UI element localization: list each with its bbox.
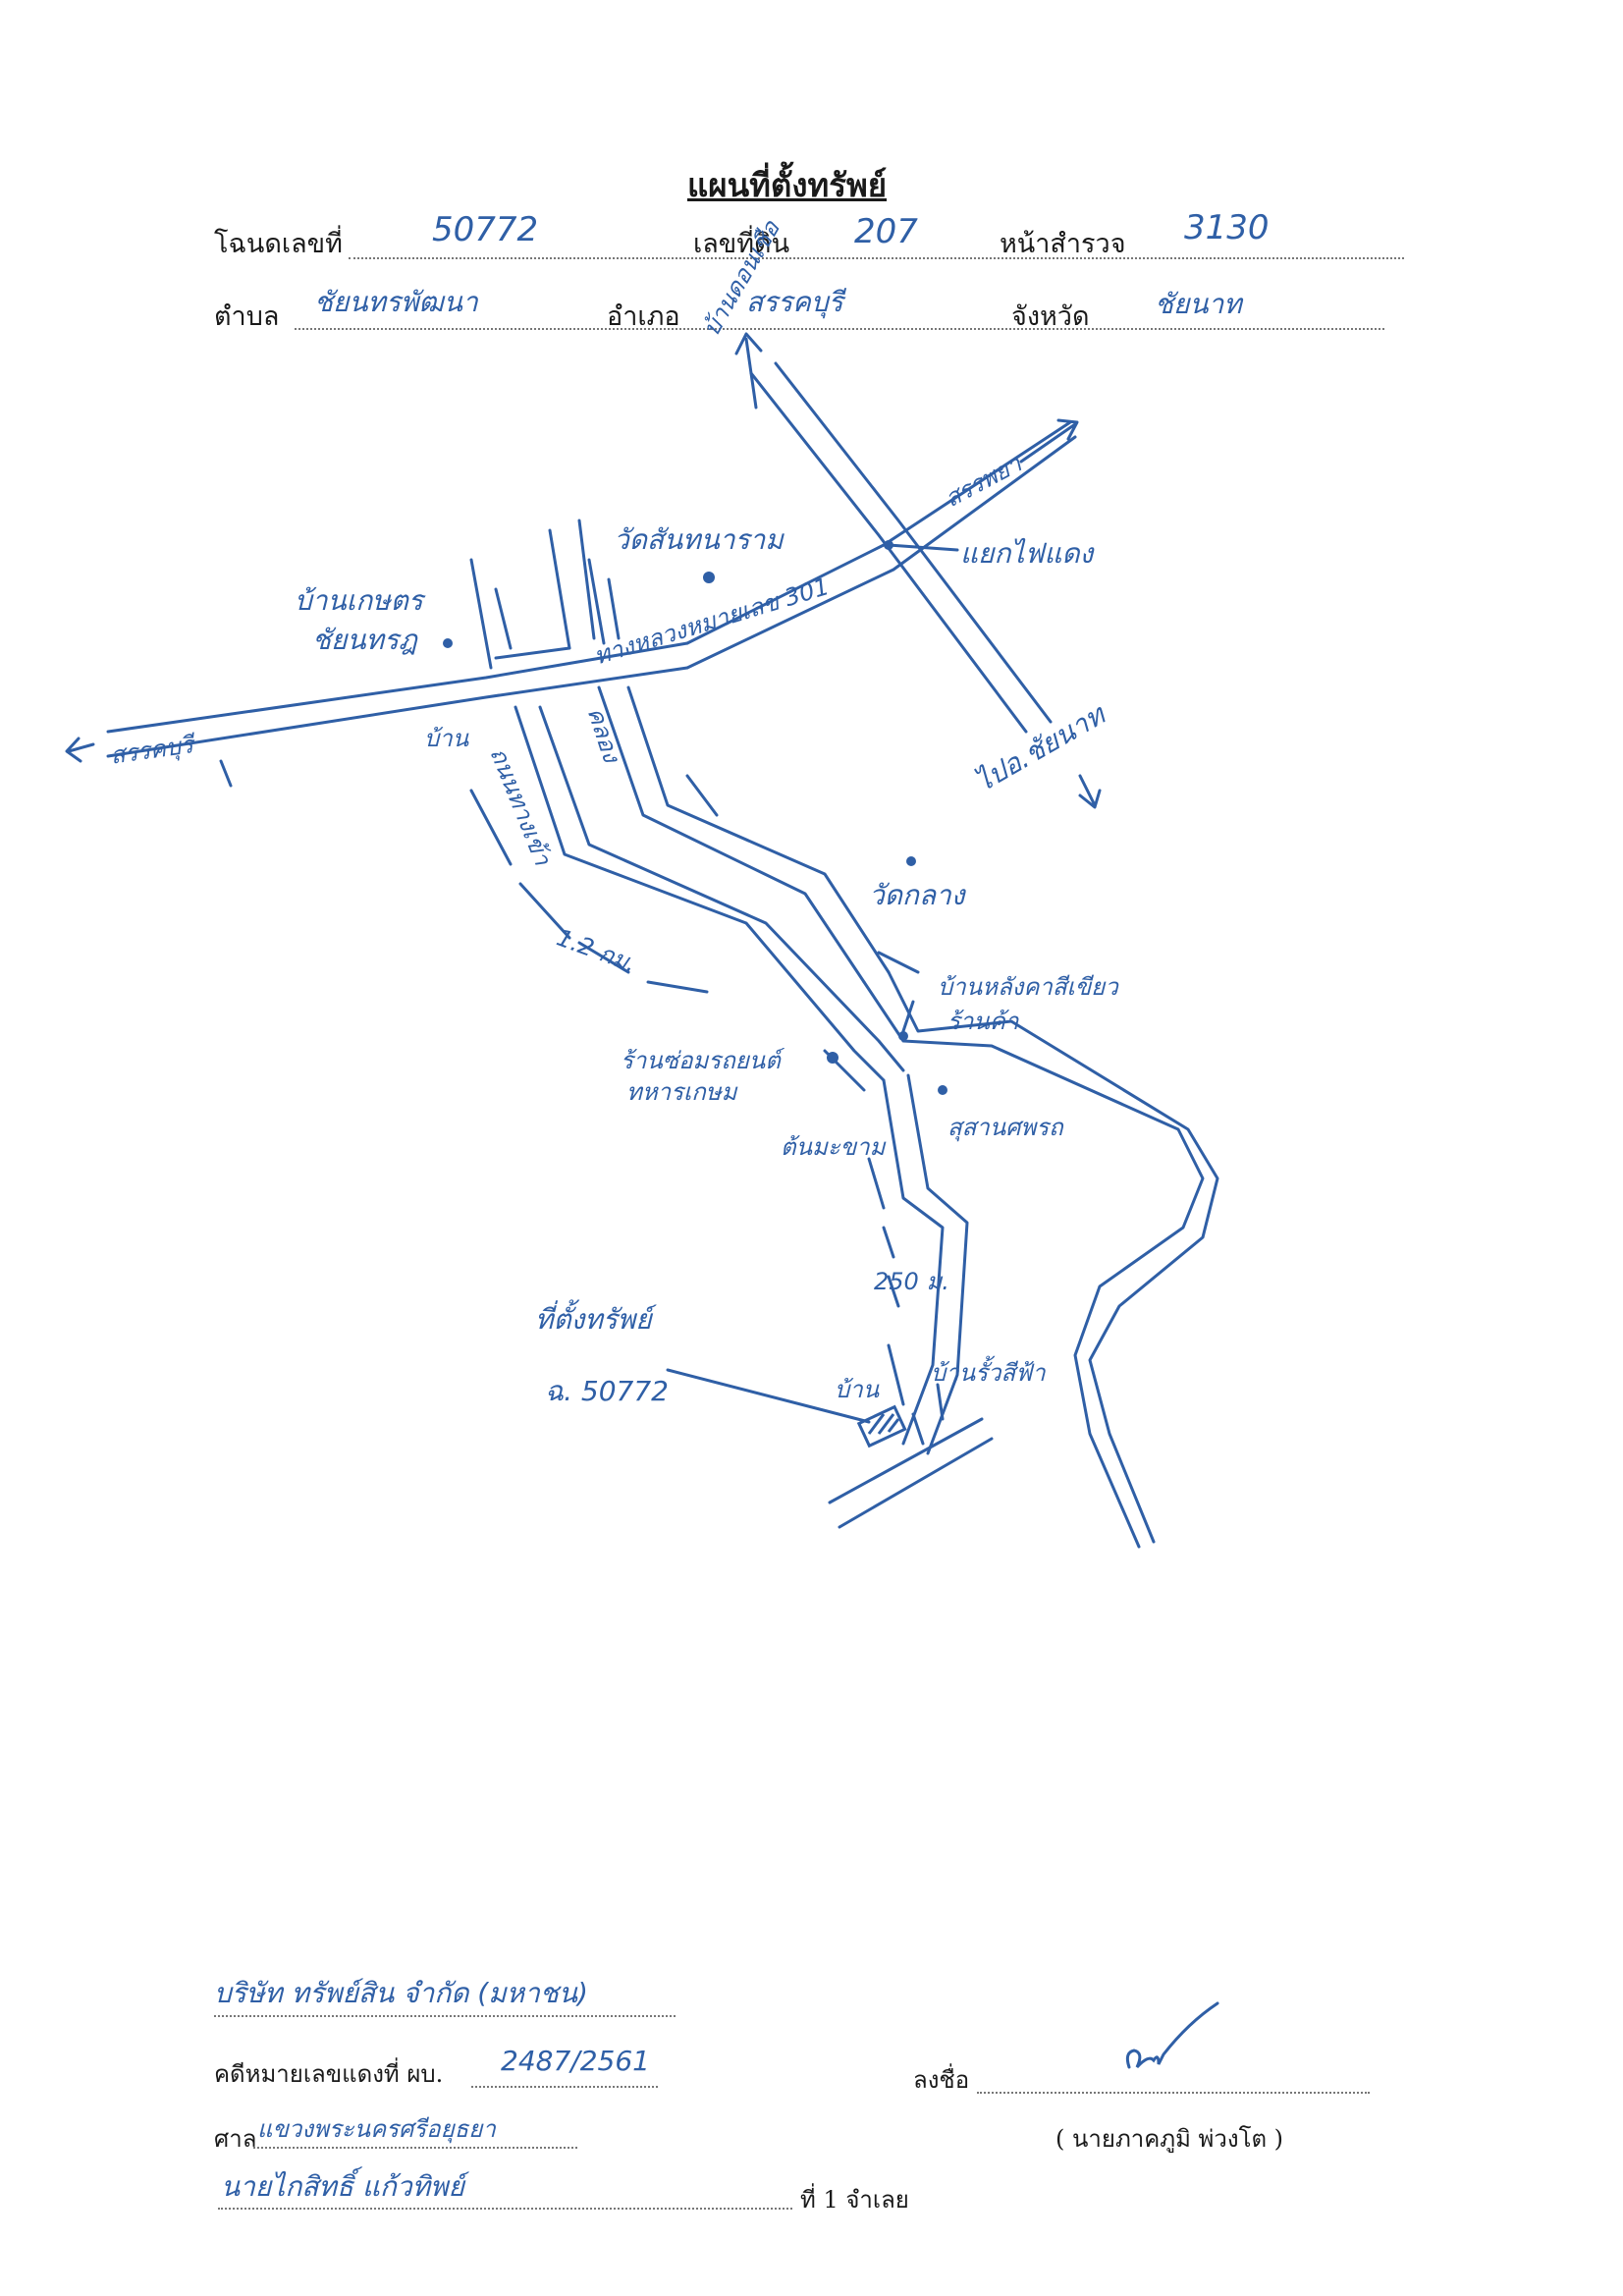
site-lot xyxy=(856,1404,907,1449)
dotted-line-company xyxy=(214,2015,676,2017)
arrow-to-w xyxy=(65,737,95,763)
label-wat: วัดสันทนาราม xyxy=(614,523,784,556)
dotted-line-defendant xyxy=(218,2208,792,2210)
dotted-line-case xyxy=(471,2086,658,2088)
province-label: จังหวัด xyxy=(1011,301,1090,332)
shop-dot xyxy=(898,1031,908,1041)
lot-line-6 xyxy=(607,577,621,640)
highway-upper-edge xyxy=(106,641,689,734)
land-no-value: 207 xyxy=(854,212,918,251)
south-road-left xyxy=(882,1078,945,1446)
house-pointer xyxy=(877,951,920,1033)
deed-value: 50772 xyxy=(432,210,539,249)
wat-dot xyxy=(703,572,715,583)
east-road-lower xyxy=(887,970,1219,1544)
tick-4 xyxy=(646,980,709,994)
tick-5 xyxy=(867,1157,886,1210)
access-road-left xyxy=(514,705,886,1082)
label-ban2: บ้าน xyxy=(835,1376,880,1403)
tick-2 xyxy=(518,882,571,940)
cemetery-dot xyxy=(938,1085,947,1095)
deed-label: โฉนดเลขที่ xyxy=(214,229,343,259)
bottom-road-lower xyxy=(838,1437,994,1529)
label-cemetery: สุสานศพรถ xyxy=(947,1114,1063,1141)
footer-company: บริษัท ทรัพย์สิน จำกัด (มหาชน) xyxy=(214,1977,588,2009)
tick-1 xyxy=(469,789,513,866)
tick-6 xyxy=(882,1226,895,1259)
court-value: แขวงพระนครศรีอยุธยา xyxy=(257,2115,496,2143)
survey-value: 3130 xyxy=(1184,208,1270,247)
survey-label: หน้าสำรวจ xyxy=(1000,229,1126,259)
tick-11 xyxy=(685,774,719,817)
tick-3 xyxy=(577,941,630,974)
lot-line-1 xyxy=(469,558,493,670)
tick-8 xyxy=(887,1343,905,1406)
tick-10 xyxy=(219,759,233,788)
lot-line-2 xyxy=(494,587,513,650)
canal-right xyxy=(626,685,891,974)
label-ban-kaset: บ้านเกษตร xyxy=(295,584,423,617)
court-label: ศาล xyxy=(214,2125,257,2153)
arrow-to-ne xyxy=(1019,418,1079,464)
ban-kaset-dot xyxy=(443,638,453,648)
dotted-line-row1 xyxy=(349,257,1404,259)
defendant-value: นายไกสิทธิ์ แก้วทิพย์ xyxy=(221,2170,464,2203)
east-road-upper xyxy=(862,980,1205,1549)
land-no-label: เลขที่ดิน xyxy=(693,229,790,259)
south-road-right xyxy=(906,1073,969,1455)
traffic-light-pointer xyxy=(887,543,959,552)
site-pointer xyxy=(666,1368,871,1424)
repair-dot xyxy=(827,1052,839,1064)
defendant-suffix: ที่ 1 จำเลย xyxy=(800,2186,909,2214)
ns-road-left xyxy=(749,371,1028,734)
lot-line-3 xyxy=(548,528,571,650)
case-value: 2487/2561 xyxy=(501,2045,650,2077)
label-site-deed: ฉ. 50772 xyxy=(545,1375,669,1407)
tick-7 xyxy=(887,1275,900,1308)
dotted-line-sign xyxy=(977,2092,1370,2094)
label-wat-klang: วัดกลาง xyxy=(869,879,965,911)
bottom-road-upper xyxy=(828,1417,984,1504)
label-tree: ต้นมะขาม xyxy=(781,1133,886,1161)
label-ban-house: บ้านหลังคาสีเขียว xyxy=(938,973,1118,1001)
province-value: ชัยนาท xyxy=(1155,288,1242,320)
arrow-to-ban-don xyxy=(734,332,763,410)
label-ban-roof: บ้านรั้วสีฟ้า xyxy=(931,1359,1046,1387)
case-label: คดีหมายเลขแดงที่ ผบ. xyxy=(214,2060,444,2088)
page-title: แผนที่ตั้งทรัพย์ xyxy=(687,166,888,204)
label-ban: บ้าน xyxy=(424,725,469,752)
label-dist2: 250 ม. xyxy=(874,1268,949,1295)
label-site: ที่ตั้งทรัพย์ xyxy=(535,1303,652,1336)
arrow-to-se xyxy=(1078,774,1102,809)
district-value: สรรคบุรี xyxy=(746,286,843,318)
subdistrict-label: ตำบล xyxy=(214,301,280,332)
label-traffic-light: แยกไฟแดง xyxy=(960,537,1094,570)
site-hatch xyxy=(867,1413,900,1435)
access-road-right xyxy=(538,705,905,1072)
signature-mark xyxy=(1125,2001,1219,2069)
lot-line-4 xyxy=(577,519,596,640)
traffic-light-dot xyxy=(884,540,893,550)
highway-lower-edge xyxy=(106,666,689,758)
dotted-line-court xyxy=(253,2147,577,2149)
subdistrict-value: ชัยนทรพัฒนา xyxy=(314,286,478,318)
sign-label: ลงชื่อ xyxy=(913,2066,970,2094)
lot-base xyxy=(494,646,571,660)
label-repair-shop: ร้านซ่อมรถยนต์ xyxy=(621,1047,781,1074)
dotted-line-row2 xyxy=(295,328,1384,330)
highway301-lower-edge xyxy=(685,435,1077,670)
tick-9 xyxy=(911,1412,925,1446)
ns-road-right xyxy=(774,361,1053,724)
tick-12 xyxy=(936,1383,945,1421)
label-shop: ร้านค้า xyxy=(947,1008,1019,1035)
canal-left xyxy=(597,685,866,984)
wat-klang-dot xyxy=(906,856,916,866)
lot-line-5 xyxy=(587,558,606,645)
label-repair-sub: ทหารเกษม xyxy=(626,1078,737,1106)
district-label: อำเภอ xyxy=(607,301,680,332)
signer-name: ( นายภาคภูมิ พ่วงโต ) xyxy=(1055,2125,1284,2153)
label-chai-nat-dot: ชัยนทรฎ xyxy=(312,624,417,656)
